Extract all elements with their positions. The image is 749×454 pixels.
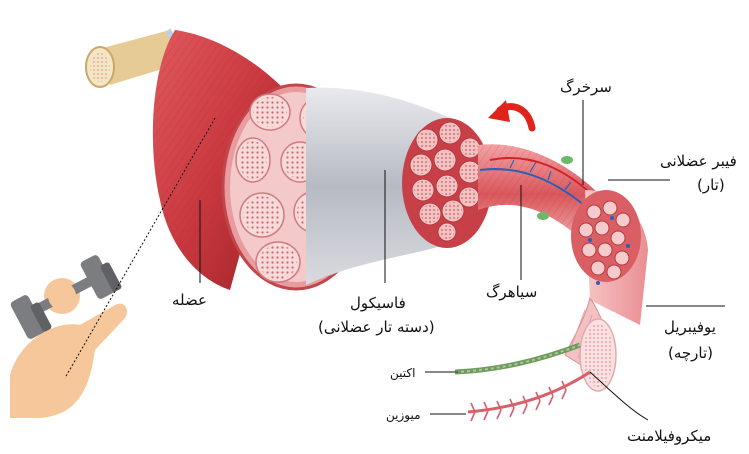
label-fiber-sub: (تار)	[697, 174, 725, 196]
arm-with-dumbbell-icon	[9, 254, 127, 418]
label-microfilament: میکروفیلامنت	[627, 425, 711, 447]
label-actin: اکتین	[390, 362, 415, 384]
label-myofibril-sub: (تارچه)	[668, 342, 713, 364]
label-vein: سیاهرگ	[486, 281, 537, 303]
actin-filament	[455, 345, 580, 372]
fiber-cross-section	[571, 190, 648, 325]
label-muscle: عضله	[172, 289, 207, 311]
red-curved-arrow-icon	[488, 100, 532, 128]
myosin-filament	[468, 372, 590, 421]
label-myosin: میوزین	[386, 404, 421, 426]
label-myofibril: یوفیبریل	[664, 316, 716, 338]
label-artery: سرخرگ	[560, 76, 612, 98]
microfilament-cross-section	[580, 319, 616, 391]
label-fascicle-sub: (دسته تار عضلانی)	[318, 316, 435, 338]
label-fiber: فیبر عضلانی	[660, 150, 737, 172]
label-fascicle: فاسیکول	[350, 292, 406, 314]
